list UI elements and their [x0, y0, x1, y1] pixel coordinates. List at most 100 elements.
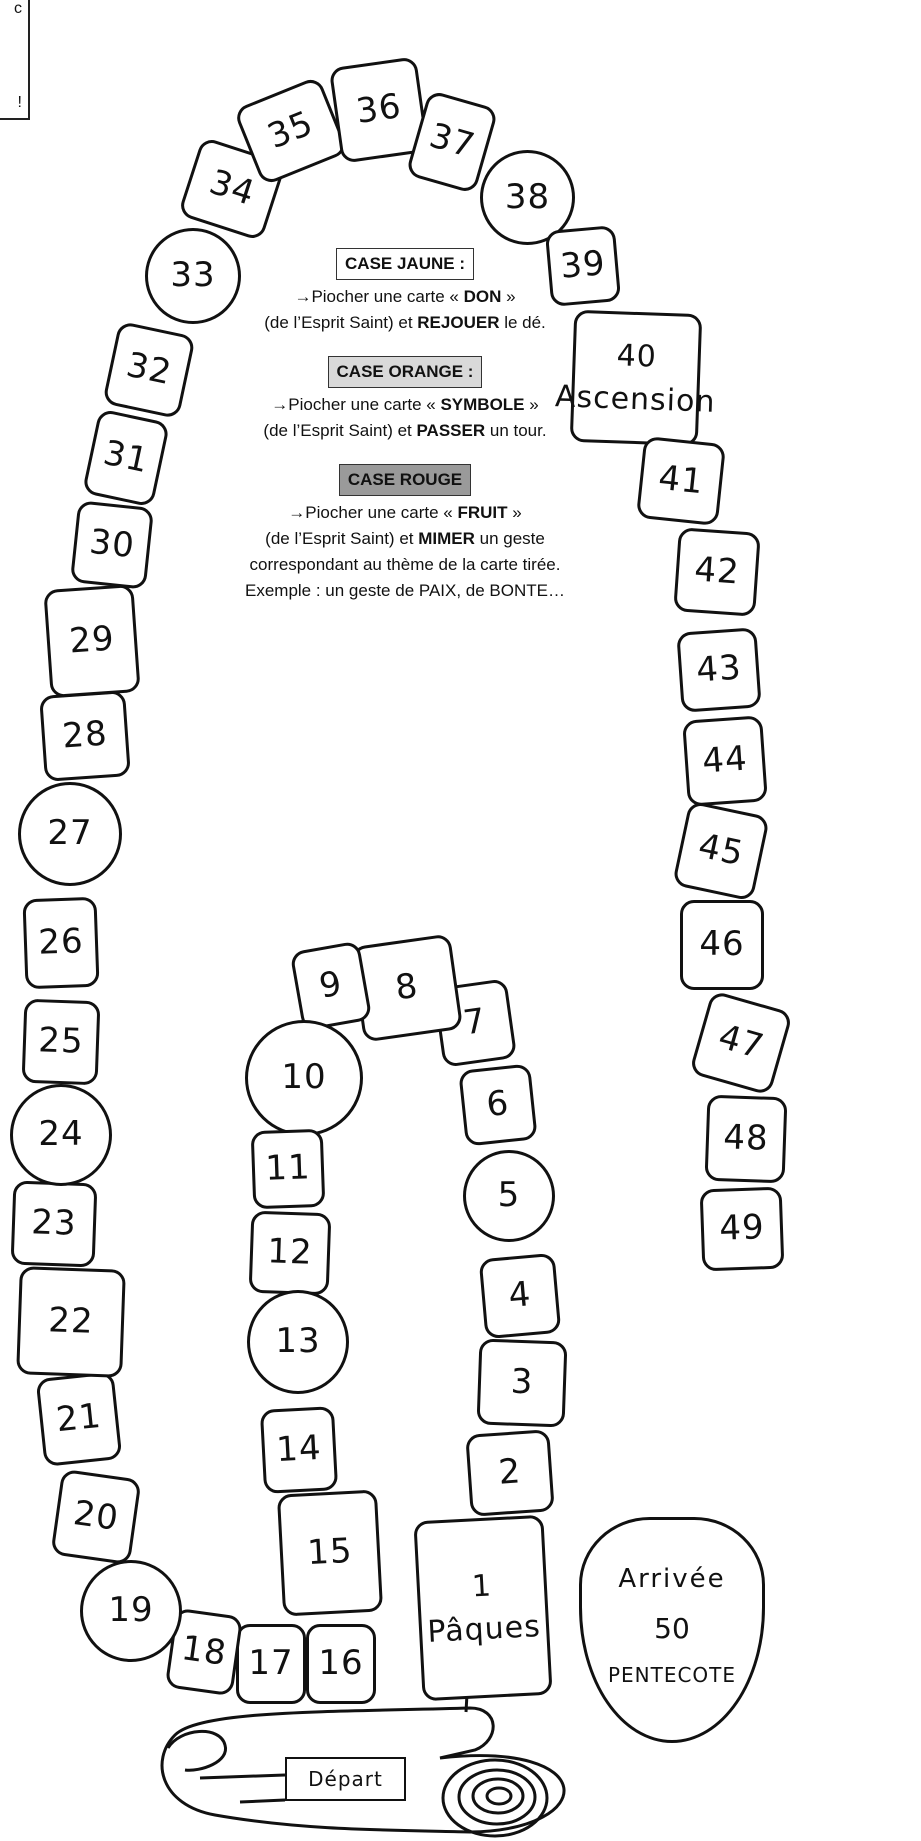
cell-number: 2 — [497, 1454, 522, 1493]
board-cell-3: 3 — [477, 1338, 568, 1427]
board-cell-20: 20 — [50, 1469, 141, 1565]
board-cell-19: 19 — [80, 1560, 182, 1662]
cell-number: 17 — [248, 1645, 293, 1682]
cell-number: 8 — [393, 968, 421, 1008]
cell-number: 14 — [275, 1430, 322, 1470]
board-cell-46: 46 — [680, 900, 764, 990]
board-cell-48: 48 — [705, 1095, 788, 1184]
finish-cell-50: Arrivée 50 PENTECOTE — [579, 1517, 765, 1743]
board-cell-2: 2 — [465, 1429, 555, 1517]
rule-title-yellow: CASE JAUNE : — [336, 248, 474, 280]
cell-number: 4 — [507, 1276, 533, 1315]
cell-number: 26 — [38, 924, 85, 963]
corner-text-bottom: ! — [18, 94, 22, 112]
board-cell-44: 44 — [682, 715, 768, 806]
cell-number: 35 — [263, 105, 319, 157]
cell-number: 46 — [699, 926, 744, 963]
log-line-2 — [240, 1800, 285, 1802]
cell-number: 24 — [38, 1116, 83, 1153]
board-cell-23: 23 — [11, 1181, 98, 1268]
log-end — [168, 1731, 226, 1770]
cell-number: 18 — [179, 1630, 229, 1673]
cell-number: 42 — [693, 552, 741, 592]
board-cell-14: 14 — [260, 1406, 338, 1494]
cell-number: 37 — [425, 118, 479, 166]
board-cell-43: 43 — [676, 627, 761, 712]
cell-caption: Pâques — [427, 1610, 542, 1649]
cell-number: 16 — [318, 1645, 363, 1682]
cell-number: 15 — [306, 1533, 353, 1573]
rule-orange-line2: (de l’Esprit Saint) et PASSER un tour. — [205, 418, 605, 444]
spiral-icon — [443, 1760, 547, 1836]
finish-number: 50 — [654, 1612, 690, 1645]
board-cell-29: 29 — [43, 584, 140, 698]
board-cell-17: 17 — [236, 1624, 306, 1704]
cell-number: 43 — [695, 650, 743, 690]
cell-number: 6 — [485, 1085, 511, 1125]
board-cell-28: 28 — [39, 690, 131, 782]
rule-red-line4: Exemple : un geste de PAIX, de BONTE… — [205, 578, 605, 604]
log-line-1 — [200, 1775, 285, 1778]
cell-number: 27 — [47, 815, 92, 852]
cell-number: 40 — [616, 339, 657, 373]
rule-yellow-line2: (de l’Esprit Saint) et REJOUER le dé. — [205, 310, 605, 336]
corner-text-top: c — [14, 0, 22, 18]
cell-number: 45 — [695, 828, 747, 874]
cell-number: 36 — [354, 88, 404, 131]
board-cell-5: 5 — [463, 1150, 555, 1242]
rule-red-line1: →Piocher une carte « FRUIT » — [205, 500, 605, 526]
board-cell-6: 6 — [458, 1063, 538, 1146]
board-cell-45: 45 — [672, 800, 770, 901]
cell-number: 11 — [265, 1150, 312, 1189]
board-cell-47: 47 — [689, 990, 793, 1096]
board-cell-49: 49 — [700, 1187, 785, 1272]
board-cell-22: 22 — [16, 1266, 126, 1378]
cell-number: 21 — [55, 1398, 104, 1440]
board-cell-15: 15 — [277, 1489, 383, 1616]
cell-number: 1 — [471, 1570, 493, 1604]
cell-number: 44 — [701, 741, 749, 781]
cell-number: 34 — [205, 164, 260, 214]
cell-number: 23 — [31, 1205, 78, 1244]
rule-red-line3: correspondant au thème de la carte tirée… — [205, 552, 605, 578]
rule-yellow-line1: →Piocher une carte « DON » — [205, 284, 605, 310]
rules-panel: CASE JAUNE : →Piocher une carte « DON » … — [205, 242, 605, 604]
board-cell-30: 30 — [70, 500, 154, 589]
cell-number: 9 — [317, 966, 346, 1007]
board-cell-24: 24 — [10, 1084, 112, 1186]
board-cell-26: 26 — [22, 897, 99, 990]
rule-title-red: CASE ROUGE — [339, 464, 471, 496]
finish-title: Arrivée — [618, 1564, 725, 1594]
cell-number: 3 — [510, 1364, 534, 1402]
board-cell-10: 10 — [245, 1020, 363, 1136]
board-cell-12: 12 — [249, 1211, 332, 1296]
rule-title-orange: CASE ORANGE : — [328, 356, 483, 388]
finish-caption: PENTECOTE — [608, 1663, 736, 1687]
start-label: Départ — [285, 1757, 406, 1801]
cell-number: 30 — [88, 524, 137, 566]
board-cell-16: 16 — [306, 1624, 376, 1704]
cell-number: 32 — [123, 347, 175, 393]
cell-number: 29 — [68, 621, 116, 661]
cell-number: 10 — [281, 1059, 326, 1096]
board-cell-25: 25 — [22, 999, 101, 1086]
board-cell-13: 13 — [247, 1290, 349, 1394]
cell-number: 19 — [108, 1592, 153, 1629]
cell-number: 47 — [714, 1019, 768, 1067]
board-cell-32: 32 — [102, 321, 196, 419]
cell-number: 5 — [498, 1177, 521, 1214]
board-cell-31: 31 — [82, 408, 170, 507]
cell-number: 7 — [461, 1003, 489, 1043]
board-cell-42: 42 — [673, 527, 761, 617]
cell-number: 49 — [719, 1210, 766, 1249]
board-cell-9: 9 — [290, 941, 373, 1032]
board-cell-11: 11 — [251, 1129, 326, 1209]
cell-number: 31 — [100, 435, 152, 481]
cell-number: 22 — [48, 1303, 95, 1342]
cell-number: 20 — [71, 1495, 121, 1538]
board-cell-8: 8 — [351, 934, 463, 1043]
board-cell-27: 27 — [18, 782, 122, 886]
rule-red-line2: (de l’Esprit Saint) et MIMER un geste — [205, 526, 605, 552]
